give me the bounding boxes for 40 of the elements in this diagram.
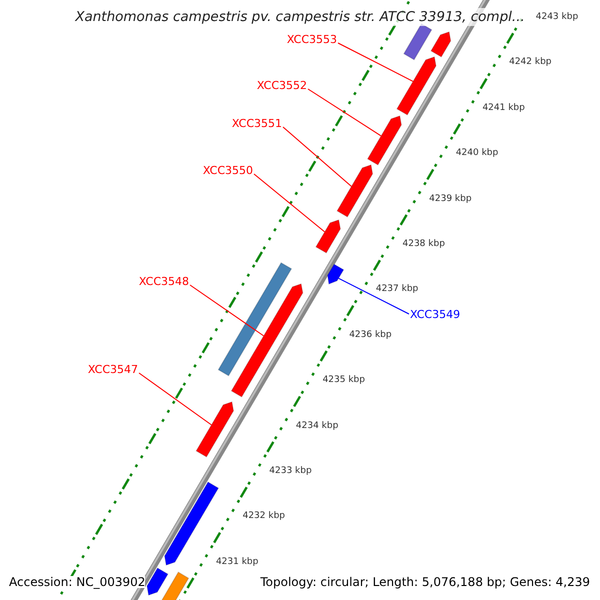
gene-block	[430, 31, 452, 58]
tick-label: 4232 kbp	[242, 512, 286, 522]
tick-label: 4238 kbp	[402, 240, 445, 249]
gene-block	[336, 164, 374, 218]
gene-label: XCC3548	[138, 276, 189, 287]
tick-label: 4239 kbp	[429, 194, 472, 204]
gene-label: XCC3550	[202, 165, 253, 176]
gene-block	[366, 115, 402, 166]
tick-label: 4240 kbp	[456, 149, 498, 158]
leader-line	[138, 372, 212, 426]
tick-label: 4235 kbp	[322, 376, 365, 386]
gene-block	[403, 23, 432, 60]
gene-block	[315, 219, 341, 254]
gene-label: XCC3549	[410, 309, 460, 320]
tick-label: 4231 kbp	[216, 558, 258, 567]
gene-label: XCC3553	[286, 34, 337, 45]
tick-label: 4236 kbp	[349, 330, 392, 340]
gene-block	[396, 56, 437, 116]
gene-block	[327, 264, 344, 285]
gene-block	[146, 567, 169, 596]
leader-line	[308, 88, 382, 136]
leader-line	[338, 42, 414, 82]
tick-label: 4233 kbp	[269, 467, 312, 476]
tick-label: 4242 kbp	[509, 58, 552, 68]
leader-line	[338, 278, 410, 314]
tick-label: 4234 kbp	[296, 422, 338, 431]
leader-line	[190, 284, 264, 336]
gene-label: XCC3552	[256, 80, 307, 91]
tick-label: 4243 kbp	[536, 13, 578, 22]
gene-block	[218, 262, 292, 376]
gene-block	[196, 401, 234, 458]
accession-text: Accession: NC_003902	[9, 576, 146, 588]
gene-block	[230, 283, 304, 398]
gene-label: XCC3547	[88, 364, 138, 375]
tick-label: 4237 kbp	[376, 285, 418, 294]
gene-label: XCC3551	[232, 118, 282, 129]
tick-label: 4241 kbp	[482, 104, 525, 113]
leader-line	[254, 174, 326, 232]
leader-line	[282, 126, 352, 187]
summary-text: Topology: circular; Length: 5,076,188 bp; Genes: 4,239	[260, 576, 590, 588]
